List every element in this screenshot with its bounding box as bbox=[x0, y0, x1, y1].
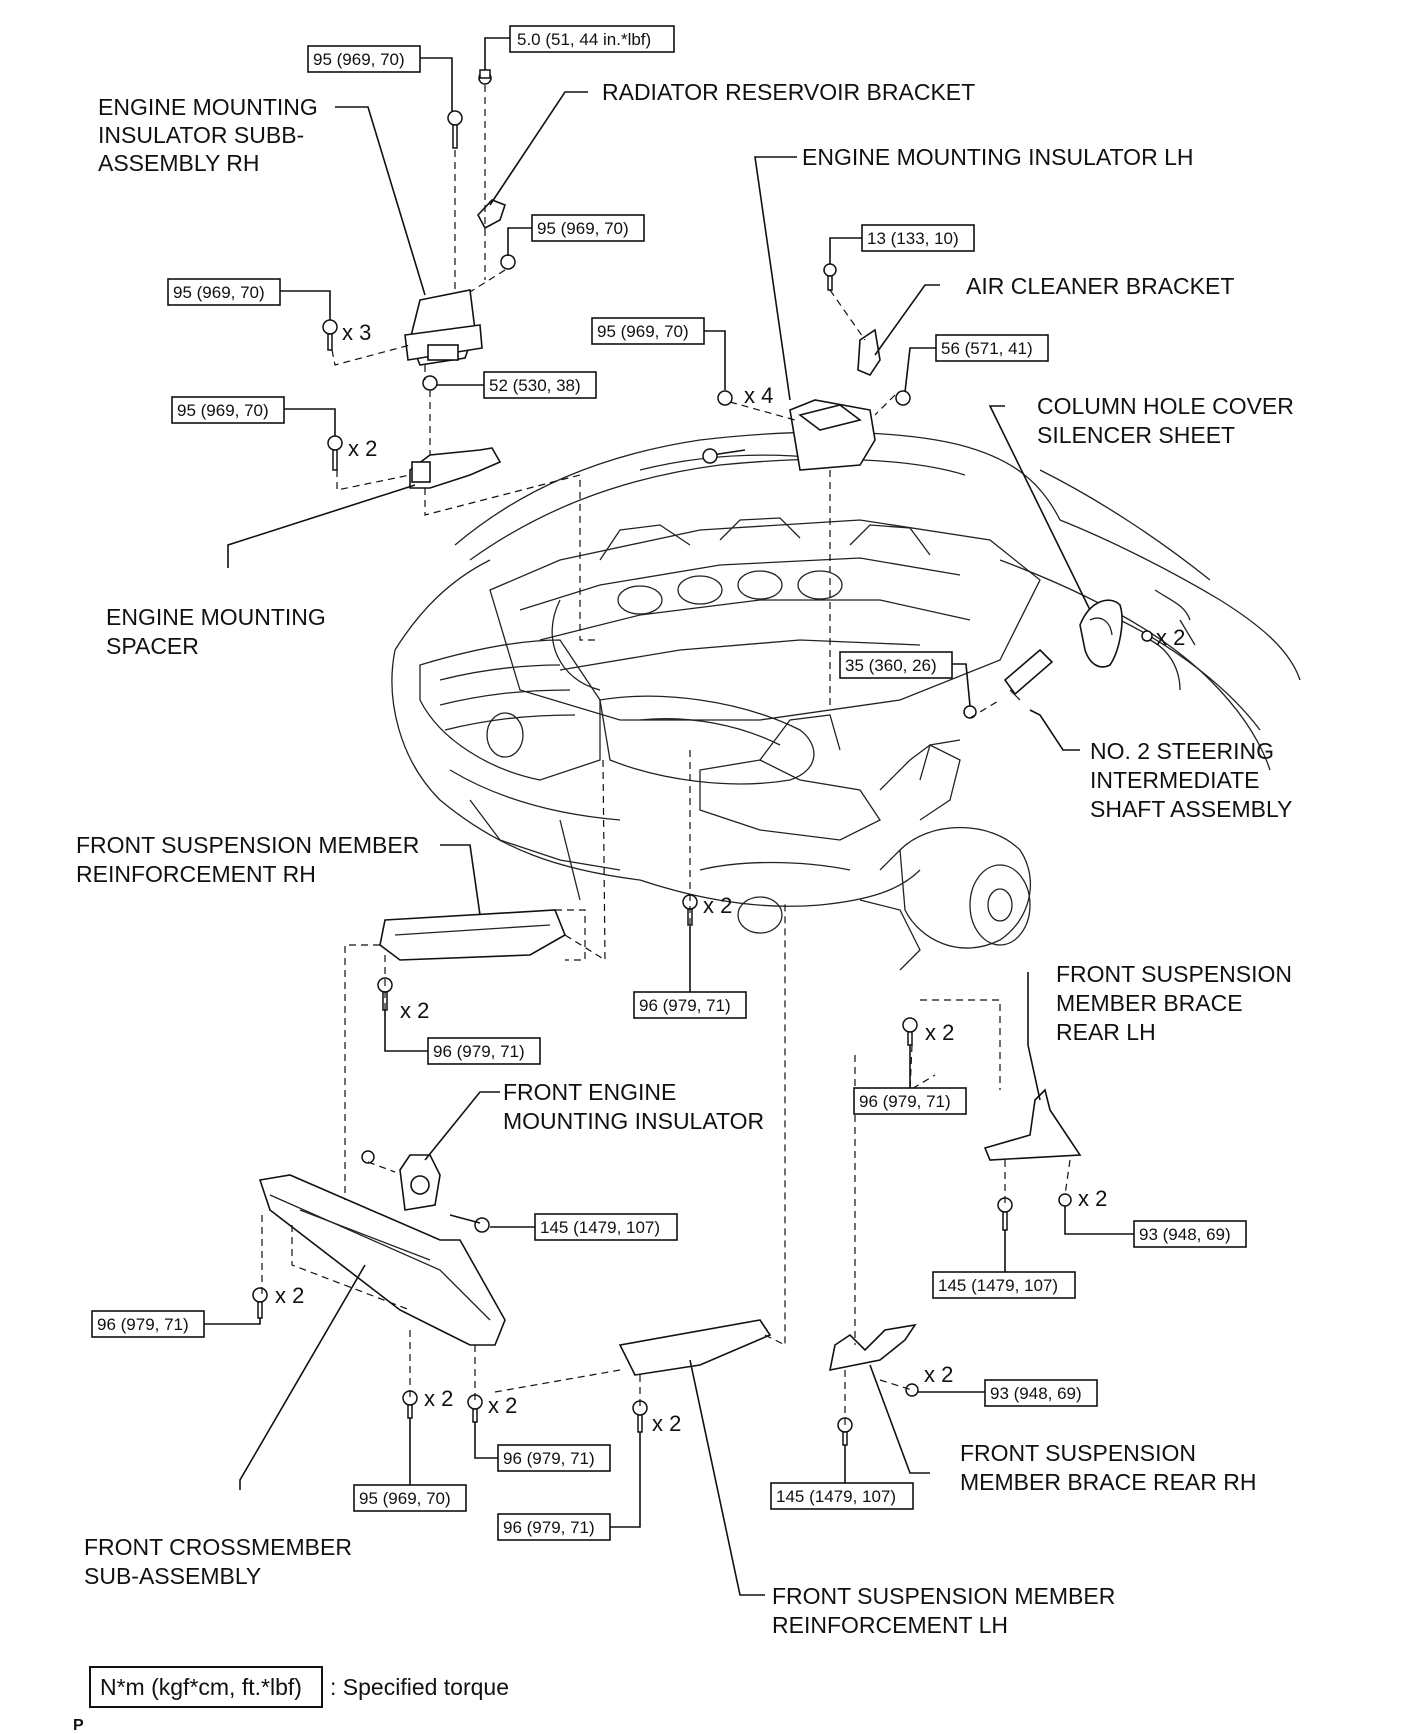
label-reinforcement-lh: FRONT SUSPENSION MEMBER REINFORCEMENT LH bbox=[772, 1583, 1122, 1638]
label-radiator-reservoir-bracket: RADIATOR RESERVOIR BRACKET bbox=[602, 79, 975, 105]
label-brace-rear-rh: FRONT SUSPENSION MEMBER BRACE REAR RH bbox=[960, 1440, 1256, 1495]
brace-rear-lh bbox=[983, 1088, 1082, 1161]
reinforcement-lh bbox=[618, 1319, 772, 1376]
multiplier-x2-reinf-rh: x 2 bbox=[400, 998, 429, 1023]
radiator-reservoir-bracket bbox=[477, 199, 507, 230]
label-engine-mounting-spacer: ENGINE MOUNTING SPACER bbox=[106, 604, 332, 659]
torque-95-x2: 95 (969, 70) bbox=[177, 401, 269, 420]
multiplier-x2-cross-a: x 2 bbox=[424, 1386, 453, 1411]
multiplier-x2-column: x 2 bbox=[1156, 625, 1185, 650]
multiplier-x2-right: x 2 bbox=[925, 1020, 954, 1045]
legend-box-text: N*m (kgf*cm, ft.*lbf) bbox=[100, 1674, 302, 1700]
torque-56: 56 (571, 41) bbox=[941, 339, 1033, 358]
fasteners bbox=[252, 69, 1153, 1446]
torque-145-rh: 145 (1479, 107) bbox=[776, 1487, 896, 1506]
multiplier-x2-brace-rh: x 2 bbox=[924, 1362, 953, 1387]
brace-rear-rh bbox=[828, 1323, 917, 1372]
torque-96-cross-left: 96 (979, 71) bbox=[97, 1315, 189, 1334]
multiplier-x4: x 4 bbox=[744, 383, 773, 408]
engine-mounting-spacer bbox=[409, 447, 502, 489]
label-engine-mounting-insulator-lh: ENGINE MOUNTING INSULATOR LH bbox=[802, 144, 1193, 170]
torque-96-reinf-lh: 96 (979, 71) bbox=[503, 1518, 595, 1537]
torque-95-mid: 95 (969, 70) bbox=[537, 219, 629, 238]
label-engine-mounting-insulator-rh: ENGINE MOUNTING INSULATOR SUBB- ASSEMBLY… bbox=[98, 94, 324, 176]
torque-35: 35 (360, 26) bbox=[845, 656, 937, 675]
label-front-crossmember: FRONT CROSSMEMBER SUB-ASSEMBLY bbox=[84, 1534, 358, 1589]
torque-145-lh: 145 (1479, 107) bbox=[938, 1276, 1058, 1295]
part-labels: ENGINE MOUNTING INSULATOR SUBB- ASSEMBLY… bbox=[76, 79, 1300, 1638]
label-brace-rear-lh: FRONT SUSPENSION MEMBER BRACE REAR LH bbox=[1056, 961, 1298, 1045]
front-crossmember bbox=[258, 1174, 506, 1346]
label-front-engine-mounting-insulator: FRONT ENGINE MOUNTING INSULATOR bbox=[503, 1079, 764, 1134]
torque-95-top: 95 (969, 70) bbox=[313, 50, 405, 69]
multiplier-x2-center: x 2 bbox=[703, 893, 732, 918]
torque-96-cross-mid: 96 (979, 71) bbox=[503, 1449, 595, 1468]
label-column-hole-cover: COLUMN HOLE COVER SILENCER SHEET bbox=[1037, 393, 1300, 448]
label-air-cleaner-bracket: AIR CLEANER BRACKET bbox=[966, 273, 1234, 299]
torque-95-x4: 95 (969, 70) bbox=[597, 322, 689, 341]
torque-95-cross: 95 (969, 70) bbox=[359, 1489, 451, 1508]
alignment-lines bbox=[261, 85, 1071, 1425]
torque-93-lh: 93 (948, 69) bbox=[1139, 1225, 1231, 1244]
multiplier-x2-spacer: x 2 bbox=[348, 436, 377, 461]
torque-5-0: 5.0 (51, 44 in.*lbf) bbox=[517, 30, 651, 49]
leader-lines bbox=[227, 91, 1091, 1596]
torque-95-x3: 95 (969, 70) bbox=[173, 283, 265, 302]
reinforcement-rh bbox=[379, 909, 567, 961]
parts bbox=[258, 199, 1082, 1376]
legend: N*m (kgf*cm, ft.*lbf) : Specified torque bbox=[89, 1666, 509, 1708]
footer-mark: P bbox=[73, 1717, 84, 1734]
air-cleaner-bracket bbox=[857, 328, 881, 376]
torque-96-reinf-rh: 96 (979, 71) bbox=[433, 1042, 525, 1061]
torque-52: 52 (530, 38) bbox=[489, 376, 581, 395]
multiplier-x2-cross-left: x 2 bbox=[275, 1283, 304, 1308]
legend-description: : Specified torque bbox=[330, 1674, 509, 1700]
multiplier-x2-reinf-lh: x 2 bbox=[652, 1411, 681, 1436]
label-reinforcement-rh: FRONT SUSPENSION MEMBER REINFORCEMENT RH bbox=[76, 832, 426, 887]
multiplier-x2-cross-b: x 2 bbox=[488, 1393, 517, 1418]
torque-93-rh: 93 (948, 69) bbox=[990, 1384, 1082, 1403]
torque-145-insulator: 145 (1479, 107) bbox=[540, 1218, 660, 1237]
torque-96-right: 96 (979, 71) bbox=[859, 1092, 951, 1111]
label-steering-shaft: NO. 2 STEERING INTERMEDIATE SHAFT ASSEMB… bbox=[1090, 738, 1292, 822]
vehicle-front-outline bbox=[391, 431, 1301, 971]
multiplier-x3: x 3 bbox=[342, 320, 371, 345]
multiplier-x2-brace-lh: x 2 bbox=[1078, 1186, 1107, 1211]
torque-96-center: 96 (979, 71) bbox=[639, 996, 731, 1015]
torque-13: 13 (133, 10) bbox=[867, 229, 959, 248]
torque-specs: 5.0 (51, 44 in.*lbf) 95 (969, 70) 95 (96… bbox=[91, 25, 1247, 1541]
